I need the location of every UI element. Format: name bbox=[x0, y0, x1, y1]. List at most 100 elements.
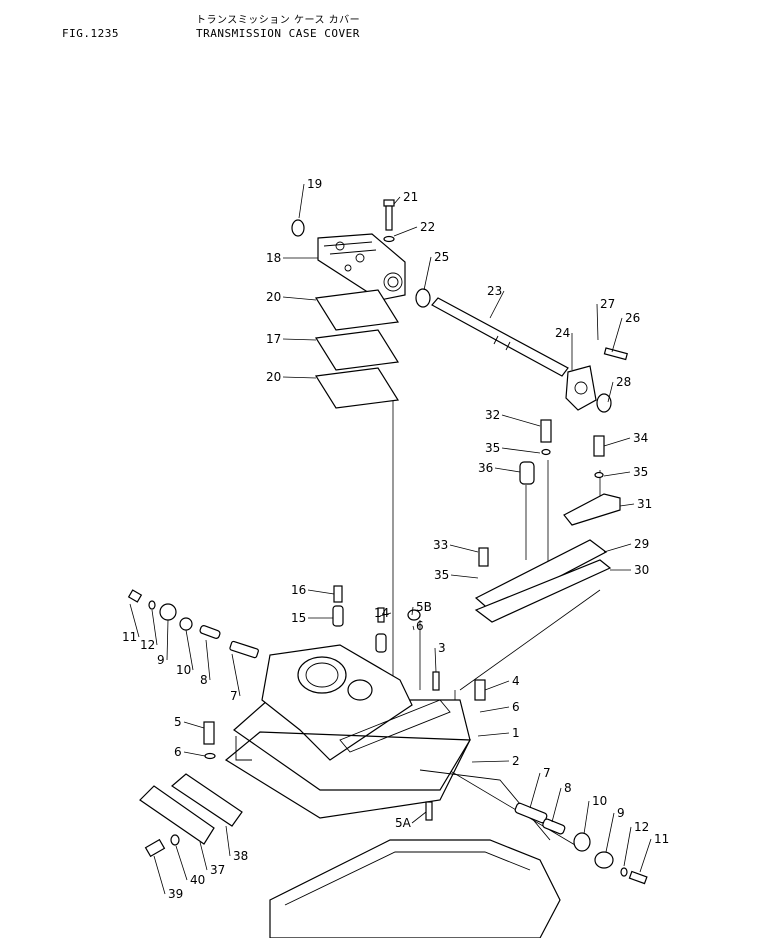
lever-part bbox=[563, 493, 621, 526]
title-english: TRANSMISSION CASE COVER bbox=[196, 27, 360, 40]
callout-number: 3 bbox=[438, 641, 446, 655]
callout-number: 34 bbox=[633, 431, 648, 445]
callout-number: 9 bbox=[157, 653, 165, 667]
bolt-part bbox=[474, 679, 486, 701]
callout-leader bbox=[605, 812, 615, 853]
callout-leader bbox=[607, 381, 614, 403]
right-side-parts bbox=[514, 802, 648, 885]
callout-number: 37 bbox=[210, 863, 225, 877]
callout-number: 11 bbox=[654, 832, 669, 846]
left-side-parts bbox=[127, 589, 259, 760]
pin-part bbox=[432, 671, 440, 691]
callout-leader bbox=[551, 787, 562, 823]
callout-number: 20 bbox=[266, 290, 281, 304]
washer-part bbox=[596, 393, 612, 413]
callout-number: 5 bbox=[174, 715, 182, 729]
callout-number: 39 bbox=[168, 887, 183, 901]
figure-number: FIG.1235 bbox=[62, 27, 119, 40]
bolt-part bbox=[540, 419, 552, 443]
callout-leader bbox=[603, 437, 631, 447]
callout-leader bbox=[166, 619, 169, 661]
callout-number: 8 bbox=[564, 781, 572, 795]
callout-number: 17 bbox=[266, 332, 281, 346]
callout-number: 33 bbox=[433, 538, 448, 552]
callout-number: 25 bbox=[434, 250, 449, 264]
callout-number: 7 bbox=[230, 689, 238, 703]
plunger-part bbox=[332, 605, 344, 627]
callout-number: 8 bbox=[200, 673, 208, 687]
spring-part bbox=[333, 585, 343, 603]
gasket-part bbox=[171, 773, 243, 827]
callout-leader bbox=[282, 296, 317, 301]
plunger-part bbox=[375, 633, 387, 653]
callout-leader bbox=[199, 841, 208, 871]
callout-number: 18 bbox=[266, 251, 281, 265]
callout-leader bbox=[489, 290, 505, 319]
callout-number: 5A bbox=[395, 816, 412, 830]
callout-number: 2 bbox=[512, 754, 520, 768]
callout-leader bbox=[449, 544, 479, 553]
callout-number: 6 bbox=[416, 619, 424, 633]
callout-number: 20 bbox=[266, 370, 281, 384]
callout-number: 40 bbox=[190, 873, 205, 887]
callout-leader bbox=[225, 825, 231, 857]
callout-leader bbox=[501, 414, 541, 427]
callout-number: 23 bbox=[487, 284, 502, 298]
callout-number: 9 bbox=[617, 806, 625, 820]
flange-part bbox=[565, 365, 597, 411]
callout-number: 4 bbox=[512, 674, 520, 688]
bolt-part bbox=[383, 199, 395, 243]
callout-number: 15 bbox=[291, 611, 306, 625]
callout-leader bbox=[183, 751, 206, 757]
callout-leader bbox=[494, 467, 521, 473]
gasket-part bbox=[314, 367, 400, 409]
callout-number: 26 bbox=[625, 311, 640, 325]
callout-number: 11 bbox=[122, 630, 137, 644]
title-japanese: トランスミッション ケース カバー bbox=[196, 15, 361, 26]
callout-number: 38 bbox=[233, 849, 248, 863]
callout-number: 28 bbox=[616, 375, 631, 389]
callout-number: 10 bbox=[176, 663, 191, 677]
callout-leader bbox=[411, 606, 414, 616]
callout-number: 6 bbox=[512, 700, 520, 714]
callout-number: 35 bbox=[434, 568, 449, 582]
transmission-case-part bbox=[269, 769, 561, 938]
bolt-part bbox=[593, 435, 605, 457]
callout-number: 7 bbox=[543, 766, 551, 780]
callout-leader bbox=[393, 226, 418, 237]
callout-leader bbox=[411, 811, 427, 824]
nut-part bbox=[407, 609, 421, 621]
callout-number: 14 bbox=[374, 606, 389, 620]
side-plate-part bbox=[139, 785, 215, 845]
callout-number: 12 bbox=[140, 638, 155, 652]
callout-leader bbox=[183, 721, 205, 729]
callout-number: 27 bbox=[600, 297, 615, 311]
callout-leader bbox=[611, 317, 623, 353]
bolt-part bbox=[603, 347, 628, 361]
callout-leader bbox=[623, 826, 632, 867]
o-ring-part bbox=[291, 219, 305, 237]
gasket-part bbox=[474, 559, 612, 623]
callout-number: 22 bbox=[420, 220, 435, 234]
callout-leader bbox=[205, 639, 211, 681]
callout-leader bbox=[501, 447, 541, 454]
callout-leader bbox=[450, 574, 479, 579]
callout-leader bbox=[603, 471, 631, 477]
callout-leader bbox=[307, 589, 335, 595]
callout-leader bbox=[185, 629, 194, 671]
callout-number: 10 bbox=[592, 794, 607, 808]
callout-leader bbox=[231, 653, 241, 697]
plate-part bbox=[314, 329, 400, 371]
callout-number: 19 bbox=[307, 177, 322, 191]
callout-leader bbox=[412, 625, 415, 631]
callout-number: 31 bbox=[637, 497, 652, 511]
callout-leader bbox=[596, 303, 599, 341]
callout-number: 5B bbox=[416, 600, 432, 614]
callout-leader bbox=[434, 647, 437, 673]
callout-number: 1 bbox=[512, 726, 520, 740]
callout-leader bbox=[282, 338, 317, 341]
gasket-part bbox=[224, 731, 471, 819]
